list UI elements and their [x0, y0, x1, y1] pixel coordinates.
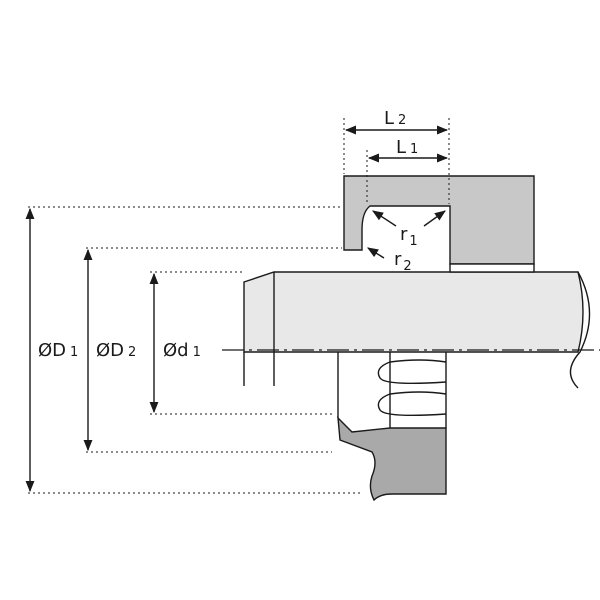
leader-r1-right	[423, 210, 446, 227]
spring-coil-1	[377, 359, 447, 385]
label-d1-bg	[158, 336, 208, 362]
spring	[377, 359, 447, 417]
label-L1-main: L	[396, 137, 406, 158]
label-D1-bg	[34, 336, 84, 362]
leader-r1-left	[372, 210, 397, 227]
label-L2-sub: 2	[398, 113, 406, 128]
label-r1-main: r	[400, 224, 408, 245]
housing-lip	[449, 263, 535, 273]
label-r1-sub: 1	[409, 234, 417, 249]
leader-r2	[367, 247, 385, 259]
label-L1-sub: 1	[410, 142, 418, 157]
label-L2-main: L	[384, 108, 394, 129]
dimension-lines	[25, 125, 449, 493]
label-D2-bg	[92, 336, 146, 362]
label-r2-main: r	[394, 249, 402, 270]
label-D1-main: ØD	[38, 340, 66, 361]
label-D1-sub: 1	[70, 345, 78, 360]
housing	[343, 175, 535, 273]
label-d1: Ød 1	[163, 340, 201, 361]
label-d1-main: Ød	[163, 340, 189, 361]
label-d1-sub: 1	[193, 345, 201, 360]
shaft	[243, 271, 591, 389]
shaft-break-line	[569, 271, 591, 389]
shaft-body	[243, 271, 584, 353]
label-D2-sub: 2	[128, 345, 136, 360]
seal-lip	[337, 416, 447, 502]
seal-lip-body	[337, 416, 447, 502]
label-D2-main: ØD	[96, 340, 124, 361]
label-D1: ØD 1	[38, 340, 78, 361]
extension-lines	[28, 118, 450, 494]
label-D2: ØD 2	[96, 340, 136, 361]
spring-coil-2	[377, 391, 447, 417]
seal-groove	[337, 352, 447, 428]
label-r2-sub: 2	[403, 259, 411, 274]
